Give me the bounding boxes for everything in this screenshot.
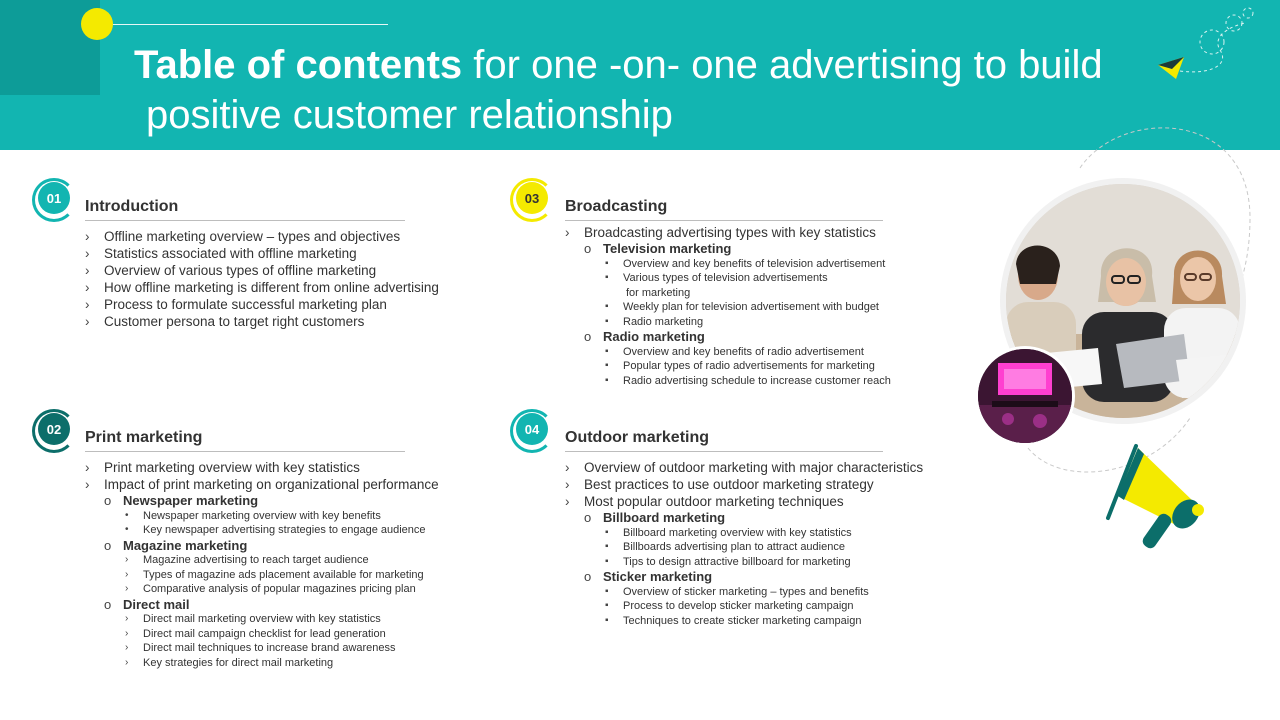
badge-ring	[32, 409, 76, 453]
page-title: Table of contents for one -on- one adver…	[134, 40, 1134, 140]
section-02-list: ›Print marketing overview with key stati…	[85, 459, 505, 670]
list-item: ▪Billboard marketing overview with key s…	[605, 526, 852, 539]
paper-plane-icon	[1158, 7, 1254, 79]
badge-02: 02	[32, 409, 78, 455]
section-04-list: ›Overview of outdoor marketing with majo…	[565, 459, 965, 628]
list-item: ›How offline marketing is different from…	[85, 280, 439, 295]
section-01-list: ›Offline marketing overview – types and …	[85, 228, 485, 330]
list-item: •Key newspaper advertising strategies to…	[125, 524, 426, 536]
badge-number: 03	[516, 182, 548, 214]
list-item: ›Types of magazine ads placement availab…	[125, 568, 424, 581]
list-item: ›Print marketing overview with key stati…	[85, 460, 360, 475]
badge-number: 02	[38, 413, 70, 445]
badge-04: 04	[510, 409, 556, 455]
list-item: ›Direct mail techniques to increase bran…	[125, 642, 396, 654]
list-item: ▪Overview of sticker marketing – types a…	[605, 585, 869, 598]
list-item: ▪Techniques to create sticker marketing …	[605, 614, 862, 627]
list-item: ›Broadcasting advertising types with key…	[565, 225, 876, 240]
yellow-dot-decoration	[81, 8, 113, 40]
badge-ring	[510, 409, 554, 453]
section-03-list: ›Broadcasting advertising types with key…	[565, 224, 965, 388]
list-item: ▪Popular types of radio advertisements f…	[605, 360, 875, 372]
list-item: ▪Billboards advertising plan to attract …	[605, 541, 845, 553]
section-divider	[85, 220, 405, 221]
studio-photo	[978, 349, 1072, 443]
list-item: ▪Process to develop sticker marketing ca…	[605, 600, 854, 612]
list-item: ›Direct mail campaign checklist for lead…	[125, 627, 386, 640]
list-item: ›Impact of print marketing on organizati…	[85, 477, 439, 492]
list-item: ›Most popular outdoor marketing techniqu…	[565, 494, 844, 509]
section-title-introduction: Introduction	[85, 198, 179, 215]
list-item: ›Comparative analysis of popular magazin…	[125, 583, 416, 595]
list-item: ▪Various types of television advertiseme…	[605, 272, 828, 284]
title-rest: for one -on- one advertising to build	[473, 43, 1103, 87]
badge-01: 01	[32, 178, 78, 224]
badge-number: 01	[38, 182, 70, 214]
list-item: ›Overview of outdoor marketing with majo…	[565, 460, 924, 475]
list-item-continuation: for marketing	[626, 286, 691, 299]
list-item: ▪Overview and key benefits of television…	[605, 257, 886, 270]
megaphone-icon	[1106, 444, 1204, 549]
list-item: ›Offline marketing overview – types and …	[85, 229, 401, 244]
section-title-outdoor-marketing: Outdoor marketing	[565, 429, 710, 446]
list-item: ▪Radio advertising schedule to increase …	[605, 374, 891, 387]
badge-number: 04	[516, 413, 548, 445]
title-line2: positive customer relationship	[146, 93, 673, 137]
section-title-broadcasting: Broadcasting	[565, 198, 668, 215]
list-item: ▪Overview and key benefits of radio adve…	[605, 345, 864, 358]
badge-ring	[510, 178, 554, 222]
header-banner	[0, 0, 1280, 150]
list-item: ›Statistics associated with offline mark…	[85, 246, 357, 261]
list-item: ›Direct mail marketing overview with key…	[125, 613, 381, 625]
list-item: ▪Weekly plan for television advertisemen…	[605, 301, 879, 313]
section-divider	[85, 451, 405, 452]
list-item: ›Overview of various types of offline ma…	[85, 263, 377, 278]
section-divider	[565, 451, 883, 452]
badge-ring	[32, 178, 76, 222]
list-item: •Newspaper marketing overview with key b…	[125, 509, 381, 522]
list-item: ›Customer persona to target right custom…	[85, 314, 365, 329]
list-item: ▪Radio marketing	[605, 315, 704, 328]
title-bold: Table of contents	[134, 43, 463, 87]
badge-03: 03	[510, 178, 556, 224]
list-item: ▪Tips to design attractive billboard for…	[605, 555, 851, 568]
header-accent-line	[96, 24, 388, 25]
list-item: ›Magazine advertising to reach target au…	[125, 554, 369, 566]
list-item: ›Process to formulate successful marketi…	[85, 297, 387, 312]
section-title-print-marketing: Print marketing	[85, 429, 203, 446]
list-item: ›Key strategies for direct mail marketin…	[125, 656, 334, 669]
section-divider	[565, 220, 883, 221]
list-item: ›Best practices to use outdoor marketing…	[565, 477, 874, 492]
